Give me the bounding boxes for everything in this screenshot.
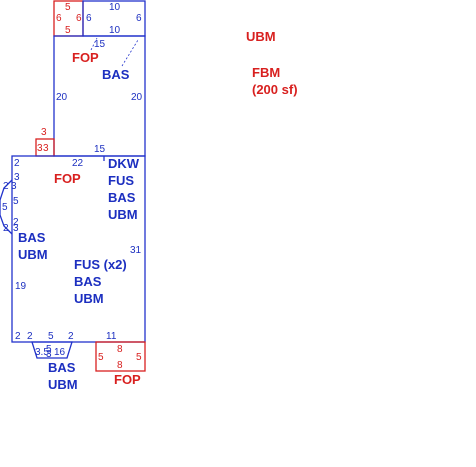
bottom-right-porch-dim-right: 5 [136,352,142,363]
top-left-porch-dim-top: 5 [65,2,71,13]
top-left-porch-dim-left: 6 [56,13,62,24]
bottom-bay-dim-mid2: 3 [46,349,52,360]
upper-area-inner-diagonal [121,39,139,67]
top-right-area-dim-left: 6 [86,13,92,24]
main-area-dim-right: 31 [130,245,142,256]
main-area-dim-bottom-left-a: 2 [15,331,21,342]
main-area-dim-bottom-right: 11 [106,331,117,342]
main-area-dim-bottom-left-b: 2 [27,331,33,342]
upper-area-label: BAS [102,67,130,82]
main-area-dim-left: 19 [15,281,27,292]
bottom-right-porch-dim-top: 8 [117,344,123,355]
main-area-center-bas: BAS [74,274,102,289]
bottom-bay-dim-right: 16 [54,347,66,358]
main-area-left-ubm: UBM [18,247,48,262]
bottom-right-porch-dim-bottom: 8 [117,360,123,371]
main-area-left-bas: BAS [18,230,46,245]
top-right-area-dim-right: 6 [136,13,142,24]
top-left-porch-dim-bottom: 5 [65,25,71,36]
main-area-label-bas: BAS [108,190,136,205]
legend-item-ubm: UBM [246,29,276,44]
main-area-dim-top-left: 2 [14,158,20,169]
legend-item-fbm-area: (200 sf) [252,82,298,97]
top-right-area-dim-top: 10 [109,2,121,13]
bay-dim-g: 2 [3,223,9,234]
bottom-bay-label-bas: BAS [48,360,76,375]
bottom-bay-label-ubm: UBM [48,377,78,392]
main-area-dim-bottom-mid-a: 5 [48,331,54,342]
top-right-area-dim-bottom: 10 [109,25,121,36]
bottom-right-porch-outline [95,341,146,372]
top-left-porch-dim-right: 6 [76,13,82,24]
upper-area-dim-left: 20 [56,92,68,103]
left-bay-window-outline [0,179,13,235]
main-area-dim-bottom-mid-b: 2 [68,331,74,342]
legend-item-fbm: FBM [252,65,280,80]
bottom-bay-dim-mid: 5 [46,344,52,355]
upper-area-dim-top: 15 [94,39,106,50]
bottom-bay-outline [31,341,73,359]
main-area-outline [11,155,146,343]
main-area-label-ubm: UBM [108,207,138,222]
bay-dim-b: 3 [11,181,17,192]
bay-dim-f: 3 [13,223,19,234]
upper-area-dim-right: 20 [131,92,143,103]
small-box-dim-right: 3 [43,143,49,154]
upper-area-porch-label: FOP [72,50,99,65]
bay-dim-e: 2 [13,217,19,228]
upper-area-dim-bottom: 15 [94,144,106,155]
bay-dim-c: 5 [13,196,19,207]
small-box-dim-left: 3 [37,143,43,154]
main-area-dim-left-segment: 3 [14,172,20,183]
main-area-center-fus: FUS (x2) [74,257,127,272]
bay-dim-a: 2 [3,181,9,192]
main-area-dim-top: 22 [72,158,84,169]
bottom-right-porch-label: FOP [114,372,141,387]
bottom-right-porch-dim-left: 5 [98,352,104,363]
main-area-center-ubm: UBM [74,291,104,306]
small-box-dim-top: 3 [41,127,47,138]
main-area-porch-label: FOP [54,171,81,186]
main-area-label-dkw: DKW [108,156,140,171]
main-area-label-fus: FUS [108,173,134,188]
bay-dim-d: 5 [2,202,8,213]
bottom-bay-dim-left: 3.5 [35,347,49,358]
